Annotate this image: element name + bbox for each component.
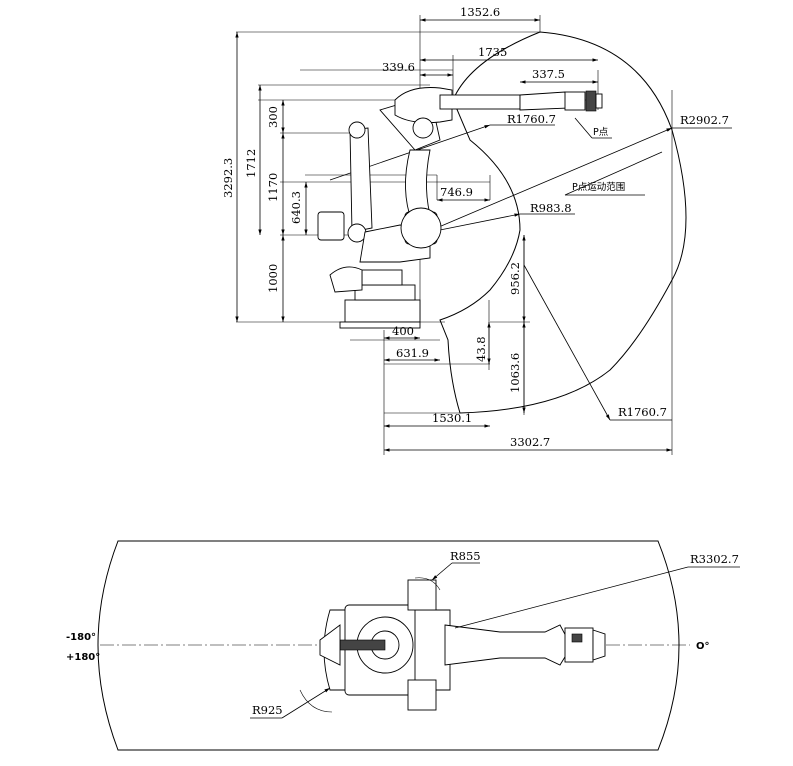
- top-view: R855 R3302.7 R925 -180° +180° O°: [66, 540, 740, 751]
- radius-983-8: R983.8: [530, 201, 572, 215]
- top-radius-leaders: [250, 562, 740, 719]
- p-point-label: P点: [593, 127, 609, 138]
- radius-2902-7: R2902.7: [680, 113, 729, 127]
- angle-zero: O°: [696, 641, 710, 652]
- dim-1063-6: 1063.6: [508, 353, 522, 393]
- robot-upper-arm: [394, 87, 603, 139]
- angle-neg-180: -180°: [66, 632, 96, 643]
- dim-43-8: 43.8: [474, 336, 488, 362]
- dim-3302-7: 3302.7: [510, 435, 550, 449]
- dim-746-9: 746.9: [440, 185, 473, 199]
- dim-337-5: 337.5: [532, 67, 565, 81]
- top-robot-arm: [444, 624, 606, 666]
- side-dimension-texts: 1352.6 1735 339.6 337.5 300 1712 3292.3 …: [221, 5, 729, 449]
- side-view: 1352.6 1735 339.6 337.5 300 1712 3292.3 …: [221, 5, 732, 455]
- dim-1000: 1000: [266, 264, 280, 293]
- dim-1530-1: 1530.1: [432, 411, 472, 425]
- radius-855: R855: [450, 549, 481, 563]
- dim-631-9: 631.9: [396, 346, 429, 360]
- radius-3302-7: R3302.7: [690, 552, 739, 566]
- dim-640-3: 640.3: [289, 191, 303, 224]
- dim-1735: 1735: [478, 45, 507, 59]
- radius-1760-7-upper: R1760.7: [507, 112, 556, 126]
- top-robot-base: [319, 579, 451, 711]
- robot-base: [317, 211, 421, 329]
- dim-339-6: 339.6: [382, 60, 415, 74]
- dim-1352-6: 1352.6: [460, 5, 500, 19]
- dim-1170: 1170: [266, 173, 280, 202]
- dim-1712: 1712: [244, 149, 258, 178]
- angle-pos-180: +180°: [66, 652, 100, 663]
- top-envelope-outline: [97, 540, 680, 751]
- dim-956-2: 956.2: [508, 262, 522, 295]
- dim-400: 400: [392, 324, 414, 338]
- p-range-label: P点运动范围: [572, 181, 625, 193]
- radius-925: R925: [252, 703, 283, 717]
- dim-300: 300: [266, 106, 280, 128]
- radius-1760-7-lower: R1760.7: [618, 405, 667, 419]
- dim-3292-3: 3292.3: [221, 158, 235, 198]
- dimension-lines: [235, 18, 672, 452]
- top-view-texts: R855 R3302.7 R925 -180° +180° O°: [66, 549, 739, 717]
